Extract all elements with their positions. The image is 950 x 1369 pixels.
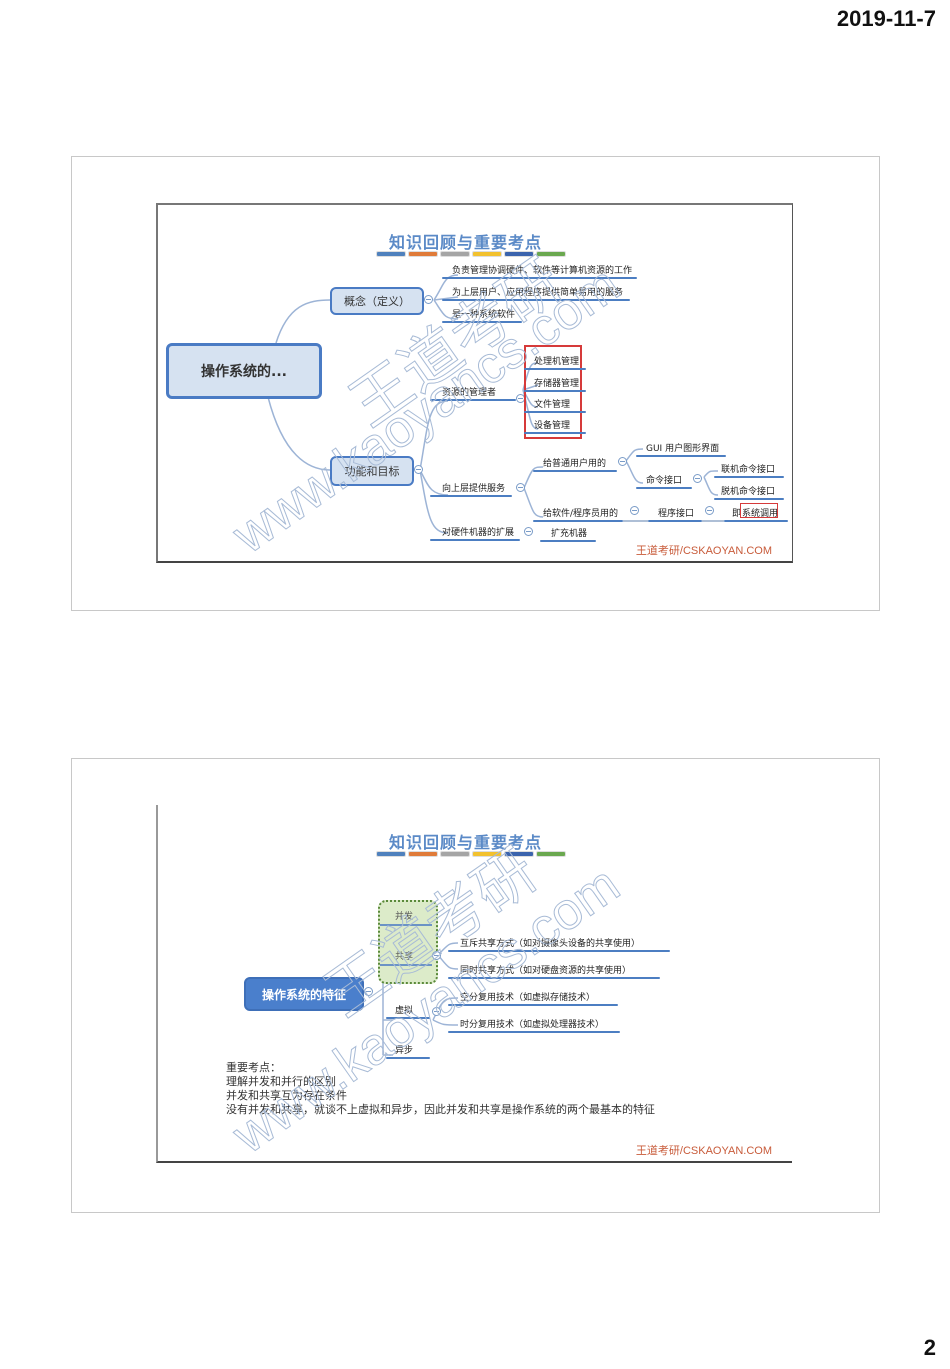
gui-label: GUI 用户图形界面 xyxy=(646,444,720,454)
hardware-ext-label: 对硬件机器的扩展 xyxy=(442,528,515,538)
extended-machine-label: 扩充机器 xyxy=(551,529,588,539)
concept-collapse-icon[interactable] xyxy=(424,295,433,304)
feature-async: 异步 xyxy=(395,1046,414,1056)
resource-item-3: 文件管理 xyxy=(534,400,571,410)
slide1-color-bars xyxy=(376,251,566,257)
connector xyxy=(623,520,648,522)
features-collapse-icon[interactable] xyxy=(364,987,373,996)
brand-footer-2: 王道考研/CSKAOYAN.COM xyxy=(635,1145,772,1157)
sharing-item-2: 同时共享方式（如对硬盘资源的共享使用） xyxy=(460,966,632,976)
syscall-prefix: 即 xyxy=(732,509,742,519)
virtual-item-1: 空分复用技术（如虚拟存储技术） xyxy=(460,993,596,1003)
program-interface-collapse-icon[interactable] xyxy=(705,506,714,515)
slide1-title: 知识回顾与重要考点 xyxy=(389,233,543,252)
underline xyxy=(448,950,670,952)
underline xyxy=(524,432,586,434)
resource-item-1: 处理机管理 xyxy=(534,357,580,367)
resource-item-4: 设备管理 xyxy=(534,421,571,431)
programmer-collapse-icon[interactable] xyxy=(630,506,639,515)
concept-item-1: 负责管理协调硬件、软件等计算机资源的工作 xyxy=(452,266,633,276)
command-interface-label: 命令接口 xyxy=(646,476,683,486)
normal-user-label: 给普通用户用的 xyxy=(543,459,607,469)
function-node[interactable]: 功能和目标 xyxy=(330,456,414,486)
underline xyxy=(386,1057,430,1059)
underline xyxy=(430,495,512,497)
underline xyxy=(380,924,432,926)
program-interface-label: 程序接口 xyxy=(658,509,695,519)
underline xyxy=(380,964,432,966)
connector xyxy=(702,520,724,522)
sharing-collapse-icon[interactable] xyxy=(432,951,441,960)
notes-heading: 重要考点： xyxy=(226,1061,281,1074)
feature-virtual: 虚拟 xyxy=(395,1006,414,1016)
underline xyxy=(442,277,637,279)
key-points-notes: 重要考点： 理解并发和并行的区别 并发和共享互为存在条件 没有并发和共享，就谈不… xyxy=(226,1061,655,1117)
underline xyxy=(442,321,522,323)
function-node-label: 功能和目标 xyxy=(344,465,400,478)
slide2-color-bars xyxy=(376,851,566,857)
function-collapse-icon[interactable] xyxy=(414,465,423,474)
underline xyxy=(524,411,586,413)
underline xyxy=(448,977,660,979)
underline xyxy=(442,299,630,301)
normal-user-collapse-icon[interactable] xyxy=(618,457,627,466)
feature-concurrency: 并发 xyxy=(395,912,414,922)
concept-item-3: 是一种系统软件 xyxy=(452,310,516,320)
underline xyxy=(533,520,623,522)
underline xyxy=(448,1004,618,1006)
root-node-os[interactable]: 操作系统的... xyxy=(166,343,322,399)
page-number: 2 xyxy=(923,1335,936,1360)
offline-command-label: 脱机命令接口 xyxy=(721,487,776,497)
slide2-title: 知识回顾与重要考点 xyxy=(389,833,543,852)
root-node-features[interactable]: 操作系统的特征 xyxy=(244,977,364,1011)
underline xyxy=(448,1031,620,1033)
syscall-highlight-box xyxy=(740,503,778,518)
root-node-features-label: 操作系统的特征 xyxy=(261,987,346,1002)
underline xyxy=(540,540,596,542)
hardware-collapse-icon[interactable] xyxy=(524,527,533,536)
underline xyxy=(636,487,692,489)
underline xyxy=(430,399,516,401)
slide-1: 知识回顾与重要考点 操作系统的... 概念（定义） 负责管理协调硬件、软件等计算… xyxy=(156,203,793,563)
concept-node[interactable]: 概念（定义） xyxy=(330,287,424,315)
underline xyxy=(524,390,586,392)
resource-highlight-box xyxy=(524,345,582,439)
syscall-label: 系统调用 xyxy=(742,509,779,519)
resource-item-2: 存储器管理 xyxy=(534,379,580,389)
date-header: 2019-11-7 xyxy=(836,6,936,31)
underline xyxy=(714,476,784,478)
underline xyxy=(524,368,586,370)
underline xyxy=(386,1017,430,1019)
feature-sharing: 共享 xyxy=(395,952,414,962)
sharing-item-1: 互斥共享方式（如对摄像头设备的共享使用） xyxy=(460,939,641,949)
programmer-label: 给软件/程序员用的 xyxy=(543,509,619,519)
notes-line-2: 并发和共享互为存在条件 xyxy=(226,1089,347,1102)
concurrency-sharing-group xyxy=(378,900,438,984)
online-command-label: 联机命令接口 xyxy=(721,465,776,475)
underline xyxy=(724,520,788,522)
root-node-label: 操作系统的... xyxy=(201,364,287,380)
resource-manager-label: 资源的管理者 xyxy=(442,388,497,398)
command-collapse-icon[interactable] xyxy=(693,474,702,483)
notes-line-3: 没有并发和共享，就谈不上虚拟和异步，因此并发和共享是操作系统的两个最基本的特征 xyxy=(226,1103,655,1116)
notes-line-1: 理解并发和并行的区别 xyxy=(226,1075,336,1088)
virtual-item-2: 时分复用技术（如虚拟处理器技术） xyxy=(460,1020,605,1030)
underline xyxy=(714,498,784,500)
brand-footer: 王道考研/CSKAOYAN.COM xyxy=(635,545,772,557)
underline xyxy=(636,455,726,457)
upper-service-collapse-icon[interactable] xyxy=(516,483,525,492)
underline xyxy=(533,470,617,472)
underline xyxy=(430,539,520,541)
underline xyxy=(648,520,702,522)
virtual-collapse-icon[interactable] xyxy=(432,1007,441,1016)
upper-service-label: 向上层提供服务 xyxy=(442,484,506,494)
slide-2: 知识回顾与重要考点 操作系统的特征 并发 共享 互斥共享方式（如对摄像头设备的共… xyxy=(156,805,792,1163)
concept-node-label: 概念（定义） xyxy=(344,295,410,308)
concept-item-2: 为上层用户、应用程序提供简单易用的服务 xyxy=(452,288,624,298)
